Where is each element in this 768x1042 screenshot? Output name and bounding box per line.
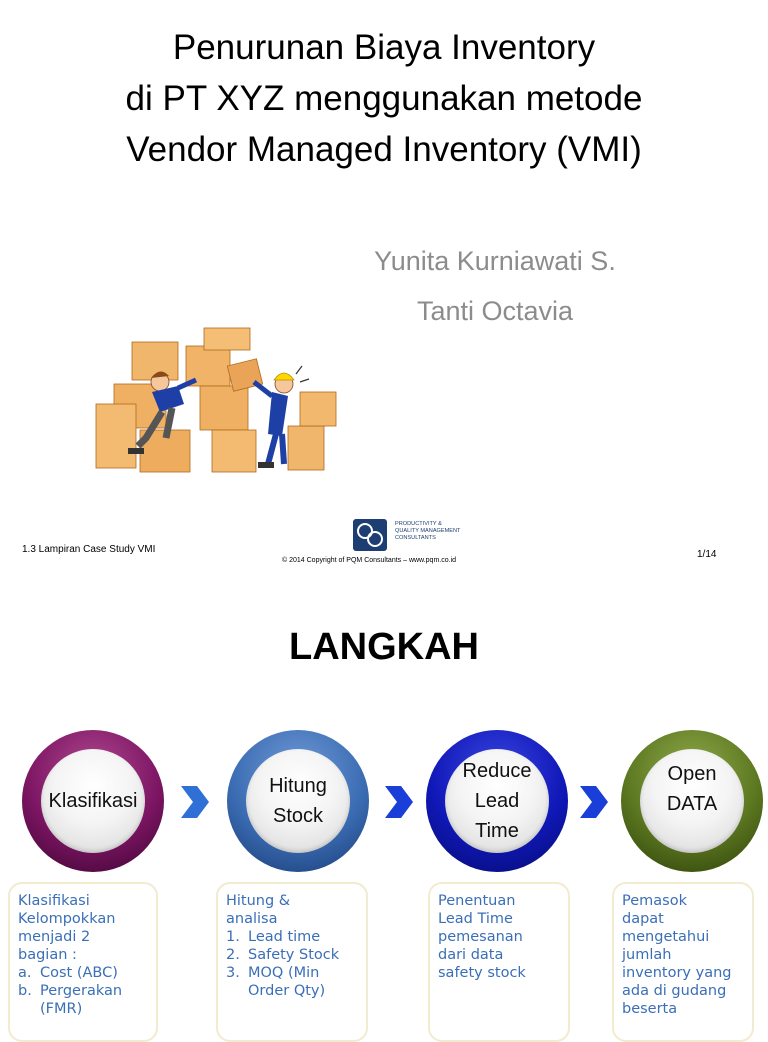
- author-name: Tanti Octavia: [416, 296, 574, 326]
- chevron-right-icon: [580, 786, 608, 818]
- list-text: MOQ (Min Order Qty): [248, 965, 326, 999]
- logo-text-line: PRODUCTIVITY &: [395, 521, 442, 527]
- box-text-line: safety stock: [438, 965, 526, 981]
- slide-heading: LANGKAH: [289, 626, 479, 668]
- box-text-line: Lead Time: [438, 911, 513, 927]
- box-text-line: ada di gudang: [622, 983, 727, 999]
- box-text-line: jumlah: [622, 947, 672, 963]
- box-text-line: menjadi 2: [18, 929, 91, 945]
- box-list: a. Cost (ABC) b. Pergerakan (FMR): [18, 964, 150, 1018]
- box-text-line: Penentuan: [438, 893, 516, 909]
- authors: Yunita Kurniawati S. Tanti Octavia: [330, 236, 660, 336]
- list-item: a. Cost (ABC): [18, 964, 150, 982]
- box-text-line: inventory yang: [622, 965, 732, 981]
- list-text: Pergerakan (FMR): [40, 983, 123, 1017]
- box-text-line: bagian :: [18, 947, 77, 963]
- box-text-line: beserta: [622, 1001, 678, 1017]
- slide-title: Penurunan Biaya Inventory di PT XYZ meng…: [0, 22, 768, 175]
- title-line: Penurunan Biaya Inventory: [172, 28, 596, 67]
- box-text-line: mengetahui: [622, 929, 710, 945]
- list-marker: 2.: [226, 947, 240, 963]
- list-item: b. Pergerakan (FMR): [18, 982, 150, 1018]
- author-name: Yunita Kurniawati S.: [374, 246, 616, 276]
- box-list: 1. Lead time 2. Safety Stock 3. MOQ (Min Or…: [226, 928, 360, 1000]
- copyright-text: © 2014 Copyright of PQM Consultants – ww…: [282, 557, 457, 564]
- list-marker: 3.: [226, 965, 240, 981]
- list-item: 3. MOQ (Min Order Qty): [226, 964, 360, 1000]
- box-intro: Pemasok dapat mengetahui jumlah inventor…: [622, 892, 746, 1018]
- box-text-line: dapat: [622, 911, 664, 927]
- steps-slide: LANGKAH Klasifikasi Hitung Stock Reduce …: [0, 590, 768, 1042]
- step-description-box: Hitung & analisa 1. Lead time 2. Safety St…: [216, 882, 368, 1042]
- box-text-line: Klasifikasi: [18, 893, 90, 909]
- logo-text-line: QUALITY MANAGEMENT: [395, 528, 461, 534]
- list-marker: a.: [18, 965, 32, 981]
- box-text-line: Pemasok: [622, 893, 687, 909]
- step-description-box: Penentuan Lead Time pemesanan dari data …: [428, 882, 570, 1042]
- list-marker: 1.: [226, 929, 240, 945]
- box-intro: Penentuan Lead Time pemesanan dari data …: [438, 892, 562, 982]
- step-description-box: Pemasok dapat mengetahui jumlah inventor…: [612, 882, 754, 1042]
- box-text-line: analisa: [226, 911, 278, 927]
- step-circle-reduce-lead-time: Reduce Lead Time: [426, 730, 568, 872]
- chevron-right-icon: [181, 786, 209, 818]
- step-description-box: Klasifikasi Kelompokkan menjadi 2 bagian…: [8, 882, 158, 1042]
- list-marker: b.: [18, 983, 32, 999]
- title-line: di PT XYZ menggunakan metode: [125, 79, 643, 118]
- chevron-right-icon: [385, 786, 413, 818]
- boxes-workers-illustration: [95, 327, 337, 473]
- step-circle-klasifikasi: Klasifikasi: [22, 730, 164, 872]
- box-intro: Klasifikasi Kelompokkan menjadi 2 bagian…: [18, 892, 150, 964]
- footer-label: 1.3 Lampiran Case Study VMI: [22, 544, 156, 555]
- list-text: Safety Stock: [248, 947, 340, 963]
- box-text-line: Kelompokkan: [18, 911, 116, 927]
- step-circle-hitung-stock: Hitung Stock: [227, 730, 369, 872]
- title-slide: Penurunan Biaya Inventory di PT XYZ meng…: [0, 22, 768, 564]
- title-line: Vendor Managed Inventory (VMI): [126, 130, 642, 169]
- step-label: Open DATA: [640, 749, 744, 853]
- box-text-line: dari data: [438, 947, 504, 963]
- pqm-logo-icon: [353, 519, 387, 551]
- list-item: 2. Safety Stock: [226, 946, 360, 964]
- step-label: Reduce Lead Time: [445, 749, 549, 853]
- logo-text-line: CONSULTANTS: [395, 535, 436, 541]
- box-text-line: Hitung &: [226, 893, 291, 909]
- step-label: Hitung Stock: [246, 749, 350, 853]
- list-item: 1. Lead time: [226, 928, 360, 946]
- step-label: Klasifikasi: [41, 749, 145, 853]
- list-text: Lead time: [248, 929, 321, 945]
- box-intro: Hitung & analisa: [226, 892, 360, 928]
- step-circle-open-data: Open DATA: [621, 730, 763, 872]
- box-text-line: pemesanan: [438, 929, 523, 945]
- list-text: Cost (ABC): [40, 965, 118, 981]
- page-number: 1/14: [697, 549, 717, 560]
- logo-text: PRODUCTIVITY & QUALITY MANAGEMENT CONSUL…: [395, 521, 460, 542]
